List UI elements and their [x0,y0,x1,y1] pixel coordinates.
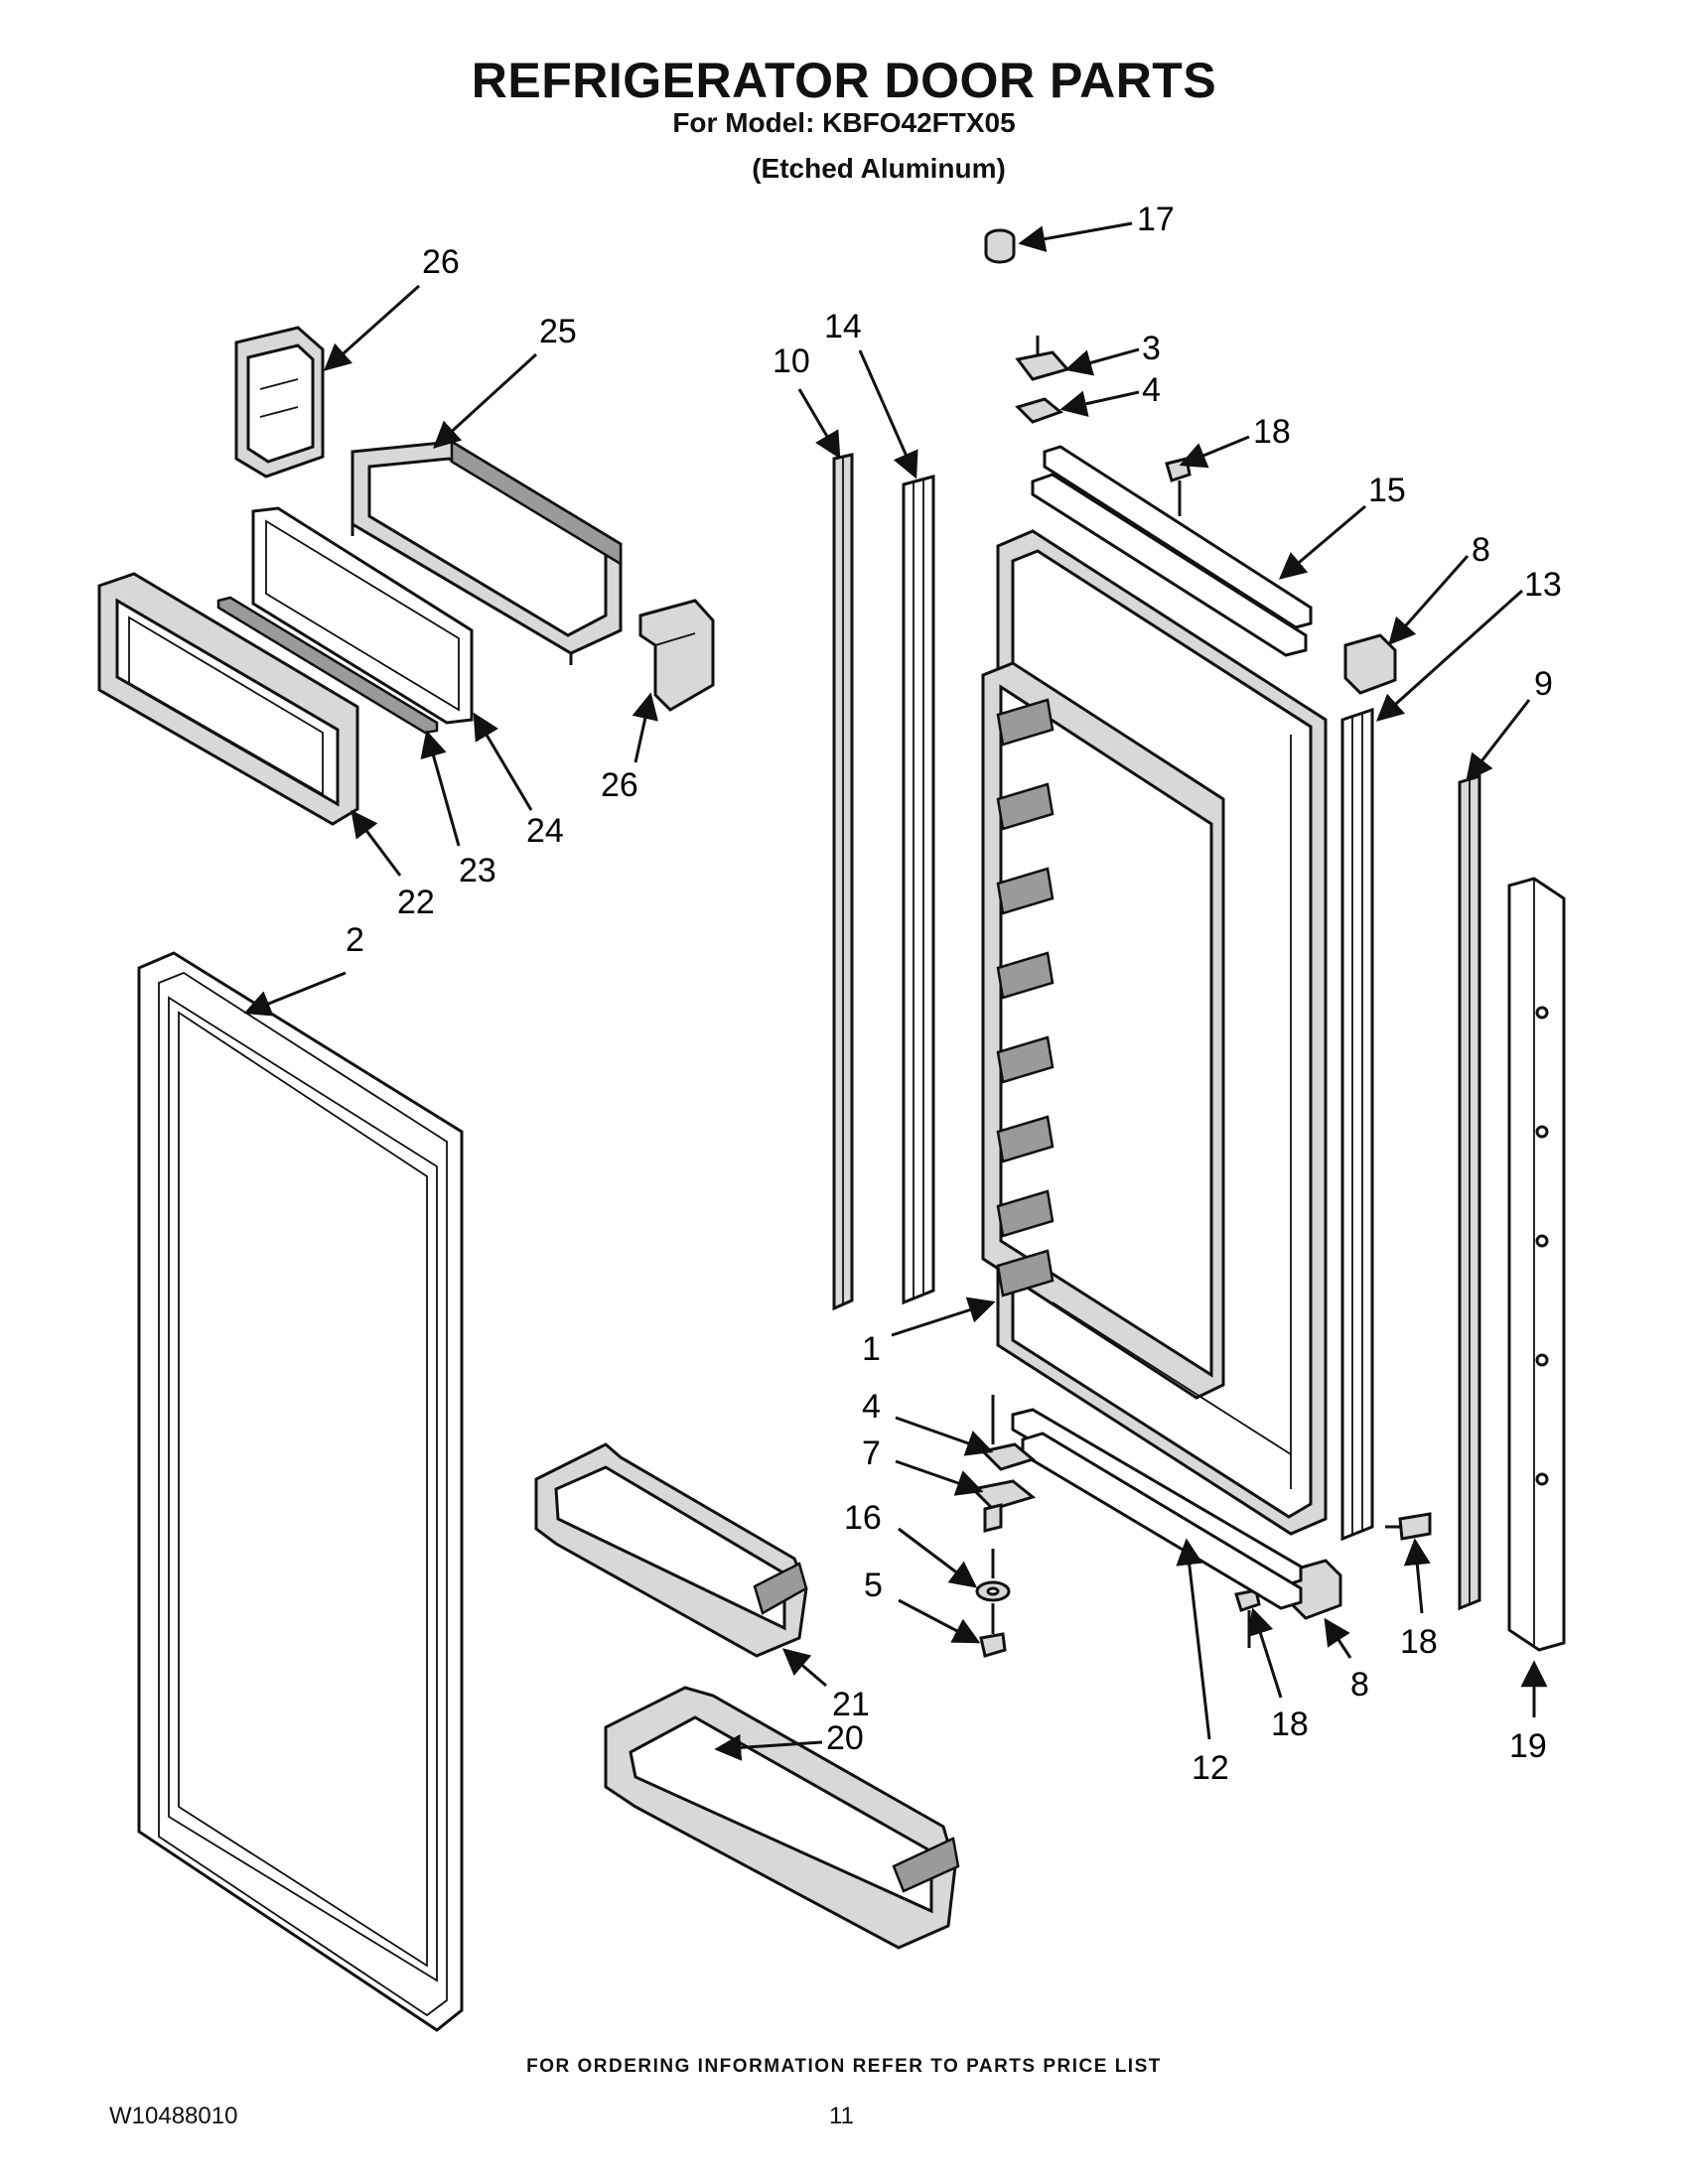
callout-14: 14 [824,308,862,345]
part-18-screw-top [1165,457,1192,516]
part-21-door-bin [534,1442,808,1658]
callout-15: 15 [1368,472,1406,509]
model-line: For Model: KBFO42FTX05 [672,107,1016,138]
part-9-side-strip [1458,773,1481,1611]
part-4-upper-shim [1015,397,1064,424]
callout-10: 10 [773,342,810,380]
part-13-side-channel [1340,707,1374,1542]
callout-18-right: 18 [1400,1623,1438,1661]
part-18-screw-right [1385,1512,1432,1541]
part-16-washer [975,1580,1011,1602]
callout-17: 17 [1137,201,1175,238]
part-5-hinge-screw [979,1549,1007,1658]
part-14-channel-strip [902,475,935,1305]
callout-8-upper: 8 [1472,531,1490,569]
part-10-side-strip [832,453,854,1311]
page-number: 11 [829,2103,854,2129]
callout-7: 7 [862,1434,881,1472]
callout-5: 5 [864,1567,883,1604]
callout-16: 16 [844,1499,882,1537]
callout-25: 25 [539,313,577,350]
callout-4-lower: 4 [862,1388,881,1426]
part-20-door-bin [604,1686,960,1950]
ordering-note: FOR ORDERING INFORMATION REFER TO PARTS … [526,2056,1162,2077]
callout-2: 2 [346,921,364,959]
part-26-lower-bracket [638,599,715,712]
part-17-plug [984,228,1016,264]
leader-lines [243,221,1548,1761]
callout-26-lower: 26 [601,766,638,804]
part-24-glass-panel [251,506,474,725]
callout-21: 21 [832,1686,870,1723]
callout-13: 13 [1524,566,1562,604]
part-25-crisper-frame [351,439,623,665]
part-12-bottom-channel [1011,1408,1303,1610]
part-19-side-rail [1507,877,1566,1652]
callout-19: 19 [1509,1727,1547,1765]
callout-18-bottom: 18 [1271,1706,1309,1743]
callout-24: 24 [526,812,564,850]
callout-20: 20 [826,1719,864,1757]
variant-label: (Etched Aluminum) [752,153,1006,184]
callout-23: 23 [459,852,496,889]
part-26-upper-bracket [234,326,325,478]
document-number: W10488010 [109,2103,238,2129]
callout-labels: 17 3 4 18 15 8 13 9 10 14 26 25 26 24 23… [346,201,1562,1787]
callout-18-top: 18 [1253,413,1291,451]
callout-8-lower: 8 [1350,1666,1369,1704]
callout-4-upper: 4 [1142,371,1161,409]
callout-9: 9 [1534,665,1553,703]
part-8-upper-hinge-cover [1343,633,1397,695]
page-title: REFRIGERATOR DOOR PARTS [471,53,1217,108]
callout-3: 3 [1142,330,1161,367]
part-22-crisper-front [97,572,359,826]
part-7-lower-hinge [969,1479,1037,1533]
callout-22: 22 [397,884,435,921]
callout-26-upper: 26 [422,243,460,281]
part-15-top-channel [1031,445,1313,657]
part-2-door-gasket [137,951,464,2032]
part-1-door-assembly [981,529,1328,1536]
callout-1: 1 [862,1330,881,1368]
callout-12: 12 [1192,1749,1229,1787]
part-3-top-hinge [1015,336,1070,381]
